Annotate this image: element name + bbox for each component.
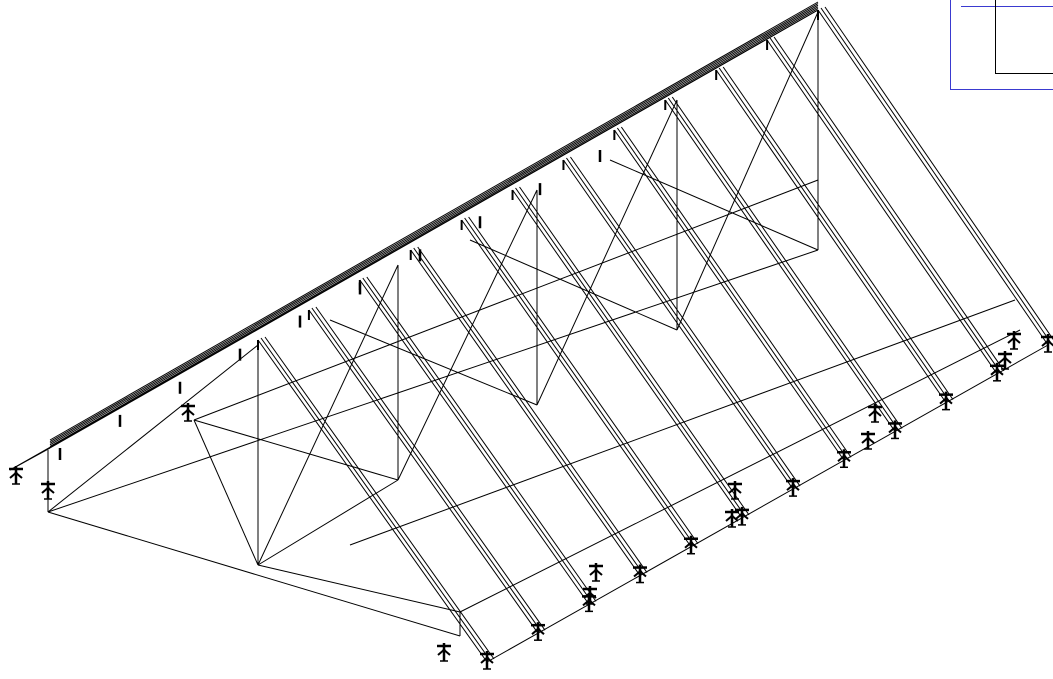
rafter-line-a bbox=[410, 249, 641, 576]
rafter-line-a bbox=[563, 159, 794, 490]
rafter-line-b bbox=[718, 67, 950, 401]
rafter-line-b bbox=[667, 97, 899, 430]
eave-line bbox=[486, 344, 1049, 663]
rafter-support-icon bbox=[990, 362, 1004, 382]
rafter-line-b bbox=[616, 127, 848, 459]
rafter-line-a bbox=[664, 99, 896, 432]
diagonal-brace bbox=[609, 159, 819, 251]
diagonal-brace bbox=[469, 239, 678, 331]
rafter-line-b bbox=[566, 157, 797, 488]
navigator-horizon-line bbox=[961, 6, 1053, 7]
midspan-support-icon bbox=[583, 586, 597, 605]
rafter-line-a bbox=[512, 189, 743, 519]
gable-web-right bbox=[257, 479, 399, 566]
midspan-support-icon bbox=[728, 481, 742, 500]
rafter-line-c bbox=[264, 336, 495, 660]
rafter-line-b bbox=[311, 307, 542, 632]
diagonal-brace bbox=[193, 419, 399, 481]
view-navigator[interactable] bbox=[950, 0, 1053, 90]
midspan-support-icon bbox=[861, 431, 875, 450]
ridge-beam-line bbox=[49, 7, 819, 447]
diagonal-brace bbox=[536, 99, 678, 406]
gable-support-icon bbox=[9, 466, 23, 485]
midspan-support-icon bbox=[589, 563, 603, 582]
purlin-line bbox=[349, 299, 1016, 546]
rafter-line-a bbox=[308, 309, 539, 634]
rafter-line-a bbox=[715, 69, 947, 403]
diagonal-brace bbox=[257, 264, 399, 566]
rafter-line-b bbox=[260, 337, 491, 661]
rafter-line-b bbox=[464, 217, 695, 546]
rafter-support-icon bbox=[480, 651, 494, 670]
midspan-support-icon bbox=[998, 351, 1012, 370]
rafter-line-c bbox=[315, 306, 546, 631]
gable-web-left bbox=[193, 419, 259, 566]
rafter-line-a bbox=[766, 39, 998, 375]
gable-support-icon bbox=[41, 481, 55, 500]
rafter-line-c bbox=[417, 246, 648, 573]
rafter-line-c bbox=[366, 276, 597, 602]
rafter-line-a bbox=[613, 129, 845, 461]
gable-support-icon bbox=[181, 403, 195, 422]
midspan-support-icon bbox=[725, 509, 739, 528]
ridge-beam-line bbox=[49, 3, 819, 443]
gable-right-brace bbox=[257, 564, 461, 613]
rafter-support-icon bbox=[531, 622, 545, 641]
rafter-line-c bbox=[773, 36, 1005, 372]
navigator-view-frame bbox=[995, 0, 1053, 74]
rafter-line-b bbox=[820, 7, 1052, 344]
rafter-line-c bbox=[519, 186, 750, 516]
diagonal-brace bbox=[329, 319, 538, 406]
gable-left-brace bbox=[47, 344, 259, 513]
rafter-support-icon bbox=[684, 535, 698, 555]
rafter-support-icon bbox=[939, 391, 953, 411]
rafter-line-c bbox=[570, 156, 801, 487]
gable-bottom-chord bbox=[47, 511, 461, 637]
rafter-line-a bbox=[257, 339, 488, 663]
rafter-support-icon bbox=[888, 420, 902, 440]
rafter-line-a bbox=[461, 219, 692, 548]
rafter-line-c bbox=[468, 216, 699, 545]
purlin-line bbox=[459, 329, 1021, 613]
rafter-support-icon bbox=[1041, 334, 1053, 353]
rafter-support-icon bbox=[633, 564, 647, 584]
midspan-support-icon bbox=[1007, 331, 1021, 350]
diagonal-brace bbox=[676, 11, 819, 331]
ridge-top-line bbox=[9, 9, 819, 471]
diagonal-brace bbox=[397, 189, 538, 481]
purlin-line bbox=[193, 179, 819, 421]
rafter-line-b bbox=[413, 247, 644, 574]
rafter-line-c bbox=[620, 126, 852, 458]
ridge-beam-line bbox=[49, 6, 819, 446]
rafter-line-c bbox=[722, 66, 954, 400]
purlin-line bbox=[47, 249, 819, 513]
rafter-line-a bbox=[817, 9, 1049, 346]
ridge-beam-line bbox=[49, 1, 819, 441]
rafter-support-icon bbox=[786, 478, 800, 497]
gable-support-icon bbox=[437, 643, 451, 662]
rafter-line-b bbox=[769, 37, 1001, 373]
rafter-support-icon bbox=[735, 506, 749, 526]
rafter-line-b bbox=[362, 277, 593, 603]
rafter-line-b bbox=[515, 187, 746, 517]
rafter-line-c bbox=[671, 96, 903, 429]
rafter-line-c bbox=[824, 6, 1053, 340]
midspan-support-icon bbox=[868, 404, 882, 423]
rafter-support-icon bbox=[837, 449, 851, 469]
ridge-beam-line bbox=[49, 4, 819, 444]
